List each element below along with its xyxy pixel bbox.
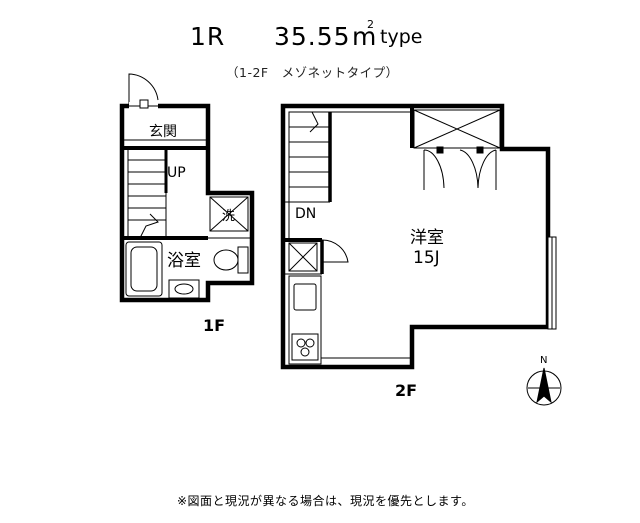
washbasin [168, 279, 200, 299]
washer-space [209, 196, 249, 232]
stairs-up [127, 147, 167, 239]
floor1-label: 1F [203, 316, 226, 335]
plan-title: 1R 35.55 m 2 type [0, 18, 640, 58]
room-label-bathroom: 浴室 [167, 251, 201, 271]
toilet [213, 246, 249, 274]
bathtub [125, 241, 163, 297]
area-unit: m [352, 22, 377, 51]
floor2-label: 2F [395, 381, 418, 400]
closet-doors [423, 149, 497, 190]
compass-north-label: N [540, 355, 548, 366]
room-label-entrance: 玄関 [149, 124, 177, 140]
stairs-down [288, 111, 330, 203]
floor-area: 35.55 [274, 22, 351, 51]
western-room-size: 15J [413, 248, 440, 268]
utility-box [288, 242, 318, 272]
area-unit-superscript: 2 [367, 18, 374, 31]
compass-arrow [526, 367, 562, 406]
room-label-western: 洋室 [410, 228, 444, 248]
floor1-plan [119, 73, 255, 303]
stairs-down-label: DN [295, 206, 317, 222]
closet [413, 109, 501, 149]
kitchen-counter [288, 275, 322, 365]
type-suffix: type [380, 26, 423, 48]
floor1-outer-wall [119, 103, 255, 303]
stairs-up-label: UP [167, 165, 186, 181]
plan-subtitle: （1-2F メゾネットタイプ） [226, 65, 399, 80]
layout-type: 1R [190, 22, 226, 51]
disclaimer-note: ※図面と現況が異なる場合は、現況を優先とします。 [177, 494, 474, 508]
entrance-column [139, 99, 149, 109]
entrance-door-swing [128, 73, 159, 106]
utility-door-swing [321, 239, 349, 263]
washer-label: 洗 [222, 209, 236, 224]
floor2-plan [280, 103, 557, 370]
